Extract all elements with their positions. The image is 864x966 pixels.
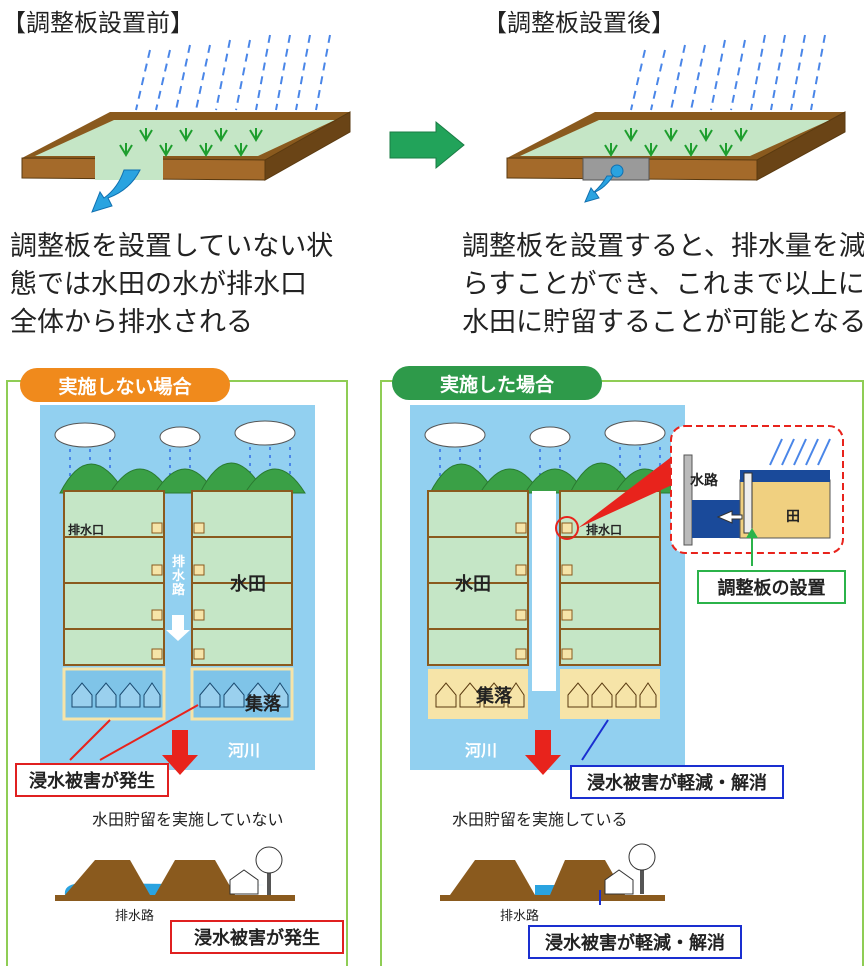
left-river-label: 河川 [228,741,261,760]
board-inset-illustration [670,425,844,554]
right-channel-label: 排水路 [538,560,551,602]
right-village-label: 集落 [476,686,512,707]
adjust-board-icon [743,472,753,534]
tree-icon [255,846,283,895]
right-cross-section [440,843,665,905]
left-section-label: 排水路 [115,909,155,924]
right-paddy-label: 水田 [455,574,491,595]
left-paddy-label: 水田 [230,574,266,595]
left-watershed-map [40,405,315,775]
after-title: 【調整板設置後】 [483,9,675,37]
inset-pointer-arrow-icon [746,528,758,566]
left-outlet-label: 排水口 [68,523,105,537]
tree-icon [628,843,656,894]
outflow-arrow-icon [584,175,614,203]
house-icon [435,682,657,708]
right-outlet-label: 排水口 [586,523,623,537]
right-section-tag: 浸水被害が軽減・解消 [528,925,742,959]
left-channel-label: 排水路 [172,555,186,598]
right-watershed-map [410,405,685,775]
house-icon [229,869,259,895]
cloud-icon [424,420,666,448]
left-cross-section [55,846,295,901]
paddy-after-illustration [506,34,846,203]
right-scenario-pill: 実施した場合 [392,366,602,400]
inset-channel-label: 水路 [690,473,718,489]
before-description: 調整板を設置していない状 態では水田の水が排水口 全体から排水される [10,231,334,338]
right-river-label: 河川 [465,741,498,760]
rain-icon [630,34,826,111]
paddy-before-illustration [21,34,351,213]
left-damage-tag: 浸水被害が発生 [15,763,169,797]
left-section-tag: 浸水被害が発生 [170,920,344,954]
before-after-arrow-icon [389,120,465,170]
house-icon [71,682,289,708]
right-section-label: 排水路 [500,909,540,924]
zoom-pointer [578,458,672,528]
outflow-arrow-icon [91,169,141,213]
house-icon [604,869,634,895]
cloud-icon [54,420,296,448]
after-description: 調整板を設置すると、排水量を減 らすことができ、これまで以上に 水田に貯留するこ… [462,231,864,338]
inset-field-label: 田 [786,509,800,525]
left-caption: 水田貯留を実施していない [92,810,284,829]
right-damage-tag: 浸水被害が軽減・解消 [570,765,784,799]
rain-icon [135,34,331,111]
inset-tag: 調整板の設置 [697,570,846,604]
left-scenario-pill: 実施しない場合 [20,368,230,402]
left-village-label: 集落 [245,694,281,715]
before-title: 【調整板設置前】 [2,9,194,37]
right-caption: 水田貯留を実施している [452,810,628,829]
